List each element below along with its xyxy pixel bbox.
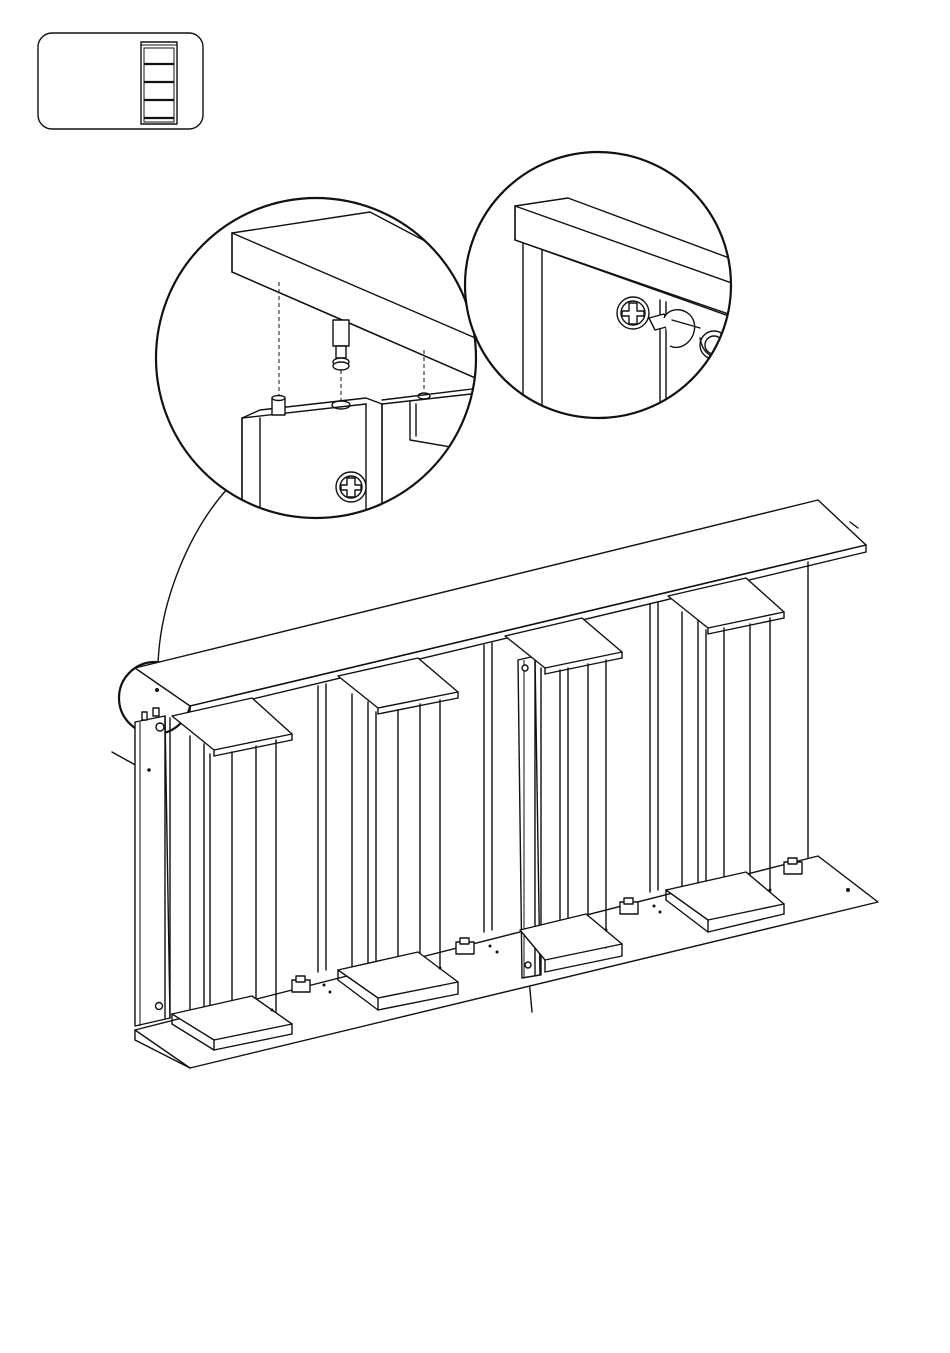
detail-dowel: [156, 198, 480, 560]
bookcase-icon: [141, 42, 177, 124]
product-thumbnail: [38, 33, 203, 129]
callout-line: [158, 488, 228, 665]
bookcase-frame-icon: [135, 500, 878, 1068]
left-side-panel: [135, 708, 170, 1026]
screw-icon: [336, 472, 366, 502]
shelf-stack-2: [338, 658, 458, 1010]
detail-cam-lock: [465, 152, 740, 420]
bottom-board: [135, 856, 878, 1068]
dowel-icon: [333, 320, 349, 346]
